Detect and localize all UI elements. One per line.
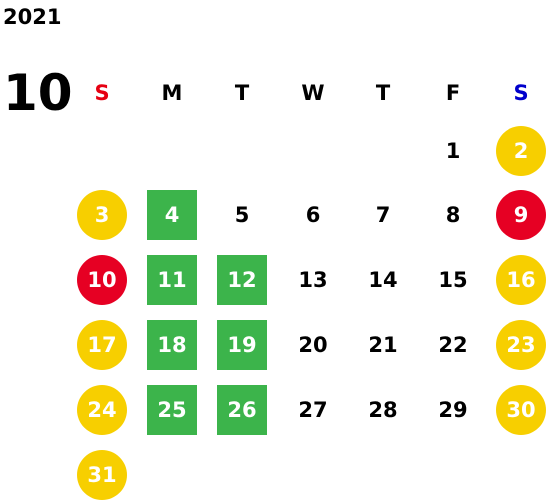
day-cell-10[interactable]: 10 [77,255,127,305]
day-cell-13[interactable]: 13 [298,268,328,292]
weekday-sun: S [94,81,110,105]
weekday-sat: S [513,81,529,105]
day-cell-1[interactable]: 1 [445,139,461,163]
day-cell-11[interactable]: 11 [147,255,197,305]
month-label: 10 [3,64,73,122]
day-cell-22[interactable]: 22 [438,333,468,357]
weekday-mon: M [161,81,183,105]
day-cell-3[interactable]: 3 [77,190,127,240]
day-cell-21[interactable]: 21 [368,333,398,357]
day-cell-31[interactable]: 31 [77,450,127,500]
day-cell-29[interactable]: 29 [438,398,468,422]
day-cell-26[interactable]: 26 [217,385,267,435]
day-cell-19[interactable]: 19 [217,320,267,370]
day-cell-20[interactable]: 20 [298,333,328,357]
weekday-wed: W [301,81,325,105]
day-cell-4[interactable]: 4 [147,190,197,240]
day-cell-23[interactable]: 23 [496,320,546,370]
day-cell-15[interactable]: 15 [438,268,468,292]
day-cell-12[interactable]: 12 [217,255,267,305]
weekday-thu: T [375,81,391,105]
day-cell-18[interactable]: 18 [147,320,197,370]
day-cell-25[interactable]: 25 [147,385,197,435]
weekday-fri: F [445,81,461,105]
day-cell-8[interactable]: 8 [445,203,461,227]
day-cell-30[interactable]: 30 [496,385,546,435]
day-cell-2[interactable]: 2 [496,126,546,176]
day-cell-5[interactable]: 5 [234,203,250,227]
day-cell-7[interactable]: 7 [375,203,391,227]
day-cell-27[interactable]: 27 [298,398,328,422]
year-label: 2021 [3,5,62,29]
weekday-tue: T [234,81,250,105]
day-cell-24[interactable]: 24 [77,385,127,435]
day-cell-17[interactable]: 17 [77,320,127,370]
day-cell-14[interactable]: 14 [368,268,398,292]
day-cell-9[interactable]: 9 [496,190,546,240]
day-cell-6[interactable]: 6 [305,203,321,227]
day-cell-16[interactable]: 16 [496,255,546,305]
day-cell-28[interactable]: 28 [368,398,398,422]
